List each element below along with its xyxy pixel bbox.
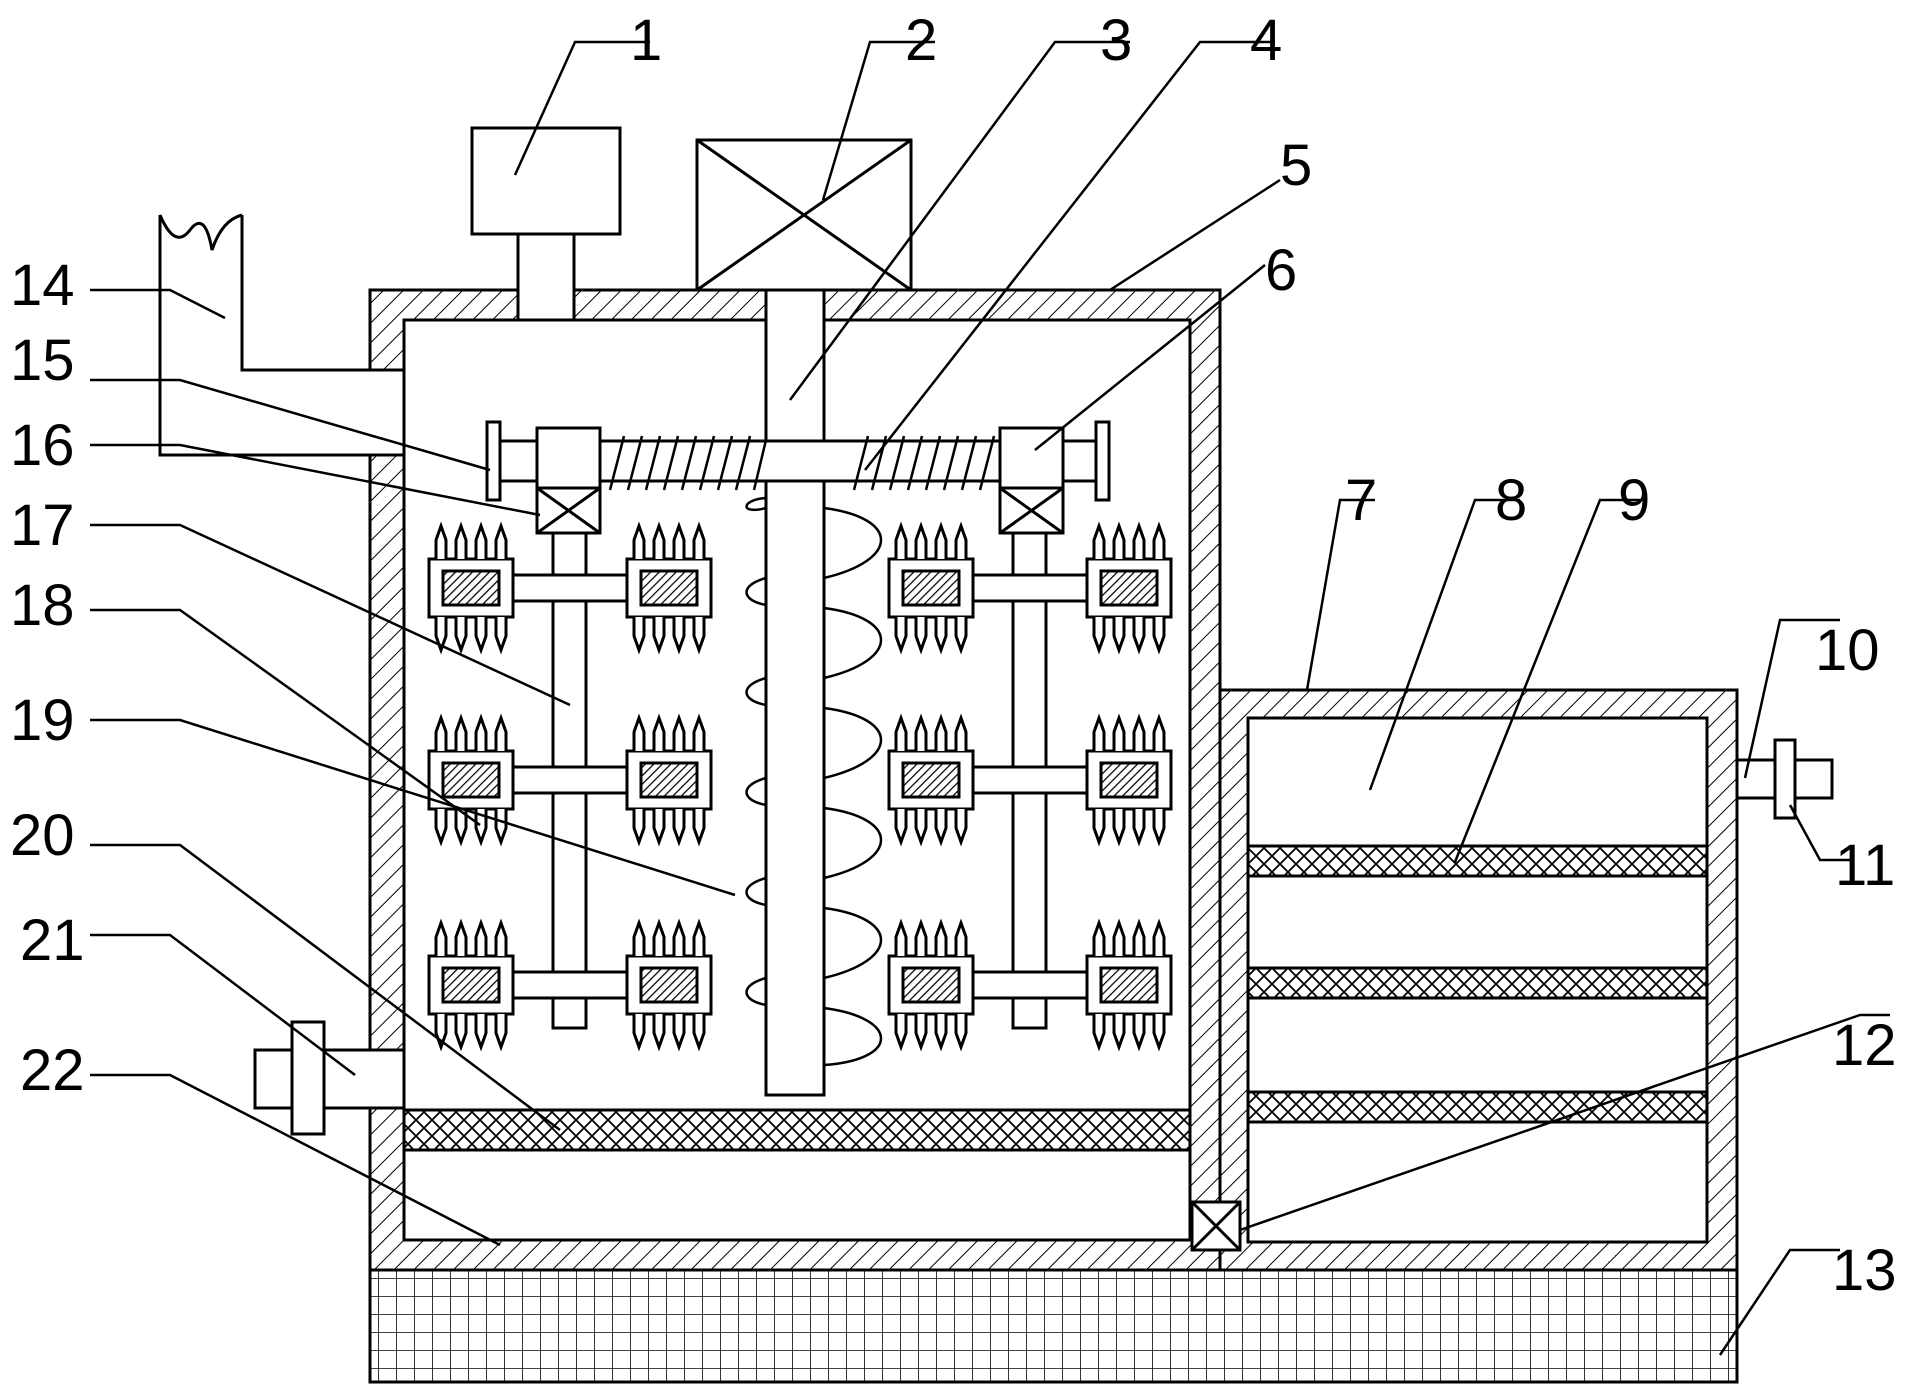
leader-16 [90,443,541,517]
motor-neck [516,232,576,322]
brush-head [1085,521,1173,655]
motor [470,126,622,236]
spiral-blade [745,496,883,1067]
leader-21 [90,933,356,1076]
label-21: 21 [20,908,85,973]
label-15: 15 [10,328,75,393]
filter-tank-wall [1218,688,1739,1272]
leader-4 [864,40,1275,471]
label-2: 2 [905,8,937,73]
label-7: 7 [1345,468,1377,533]
leader-3 [788,40,1130,401]
rod-end-right [1094,420,1111,502]
label-6: 6 [1265,238,1297,303]
label-1: 1 [630,8,662,73]
slider-left [535,426,602,490]
leader-15 [90,378,491,472]
spring-right [852,435,996,491]
filter-layer-3 [1246,1090,1709,1124]
leader-7 [1305,498,1375,691]
brush-head [427,918,515,1052]
leader-9 [1453,498,1640,863]
outlet-pipe [253,1048,406,1110]
label-5: 5 [1280,133,1312,198]
label-3: 3 [1100,8,1132,73]
brush-head [427,713,515,847]
label-11: 11 [1835,833,1895,898]
brush-head [427,521,515,655]
inlet-pipe-break [158,213,243,251]
leader-5 [1109,178,1281,292]
base-plate [368,1268,1739,1384]
leader-22 [90,1073,501,1247]
connecting-valve [1190,1200,1242,1252]
bearing-left [535,486,602,535]
feed-hopper [695,138,913,292]
filter-screen-main [402,1108,1192,1152]
label-18: 18 [10,573,75,638]
label-16: 16 [10,413,75,478]
central-shaft [764,288,826,1097]
spring-left [608,435,768,491]
leader-14 [90,288,226,320]
label-17: 17 [10,493,75,558]
slider-right [998,426,1065,490]
leader-17 [90,523,571,707]
leader-6 [1034,264,1266,451]
leader-8 [1368,498,1520,791]
label-20: 20 [10,803,75,868]
brush-head [887,713,975,847]
label-8: 8 [1495,468,1527,533]
leader-20 [90,843,561,1131]
side-outlet-valve [1773,738,1797,820]
leader-12 [1239,1013,1890,1232]
label-9: 9 [1618,468,1650,533]
rod-end-left [485,420,502,502]
label-19: 19 [10,688,75,753]
label-13: 13 [1832,1238,1897,1303]
label-22: 22 [20,1038,85,1103]
label-10: 10 [1815,618,1880,683]
leader-19 [90,718,736,897]
label-4: 4 [1250,8,1282,73]
leader-lines [90,40,1890,1356]
leader-11 [1788,804,1850,862]
leader-13 [1718,1248,1840,1356]
leader-18 [90,608,481,827]
brush-head [625,918,713,1052]
label-12: 12 [1832,1013,1897,1078]
brush-head [625,713,713,847]
leader-2 [821,40,935,201]
brush-head [887,521,975,655]
bearing-right [998,486,1065,535]
brush-head [625,521,713,655]
inlet-pipe [158,215,406,457]
stirring-arms [427,521,1173,1052]
leader-10 [1743,618,1840,779]
brush-head [1085,918,1173,1052]
filter-layer-1 [1246,844,1709,878]
leader-1 [513,40,650,176]
filter-layer-2 [1246,966,1709,1000]
brush-head [1085,713,1173,847]
label-14: 14 [10,253,75,318]
brush-head [887,918,975,1052]
